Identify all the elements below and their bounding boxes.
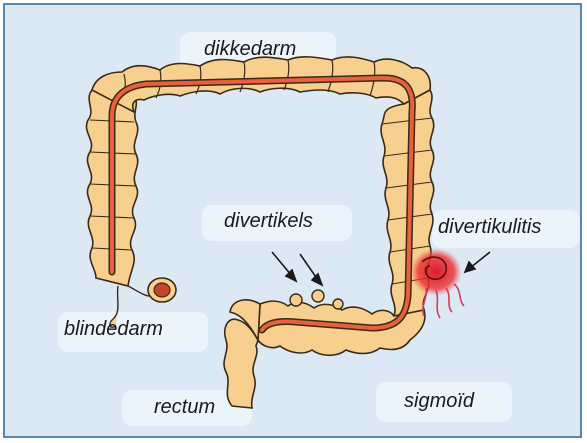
label-diverticula: divertikels: [224, 210, 313, 233]
label-diverticulitis: divertikulitis: [438, 216, 541, 239]
arrow-diverticula-2: [300, 254, 322, 285]
label-colon: dikkedarm: [204, 38, 296, 61]
label-rectum: rectum: [154, 396, 215, 419]
arrow-diverticulitis: [465, 252, 490, 272]
haustra-sides: [90, 118, 432, 284]
arrow-diverticula-1: [272, 252, 296, 281]
label-cecum: blindedarm: [64, 318, 163, 341]
label-sigmoid: sigmoïd: [404, 390, 474, 413]
